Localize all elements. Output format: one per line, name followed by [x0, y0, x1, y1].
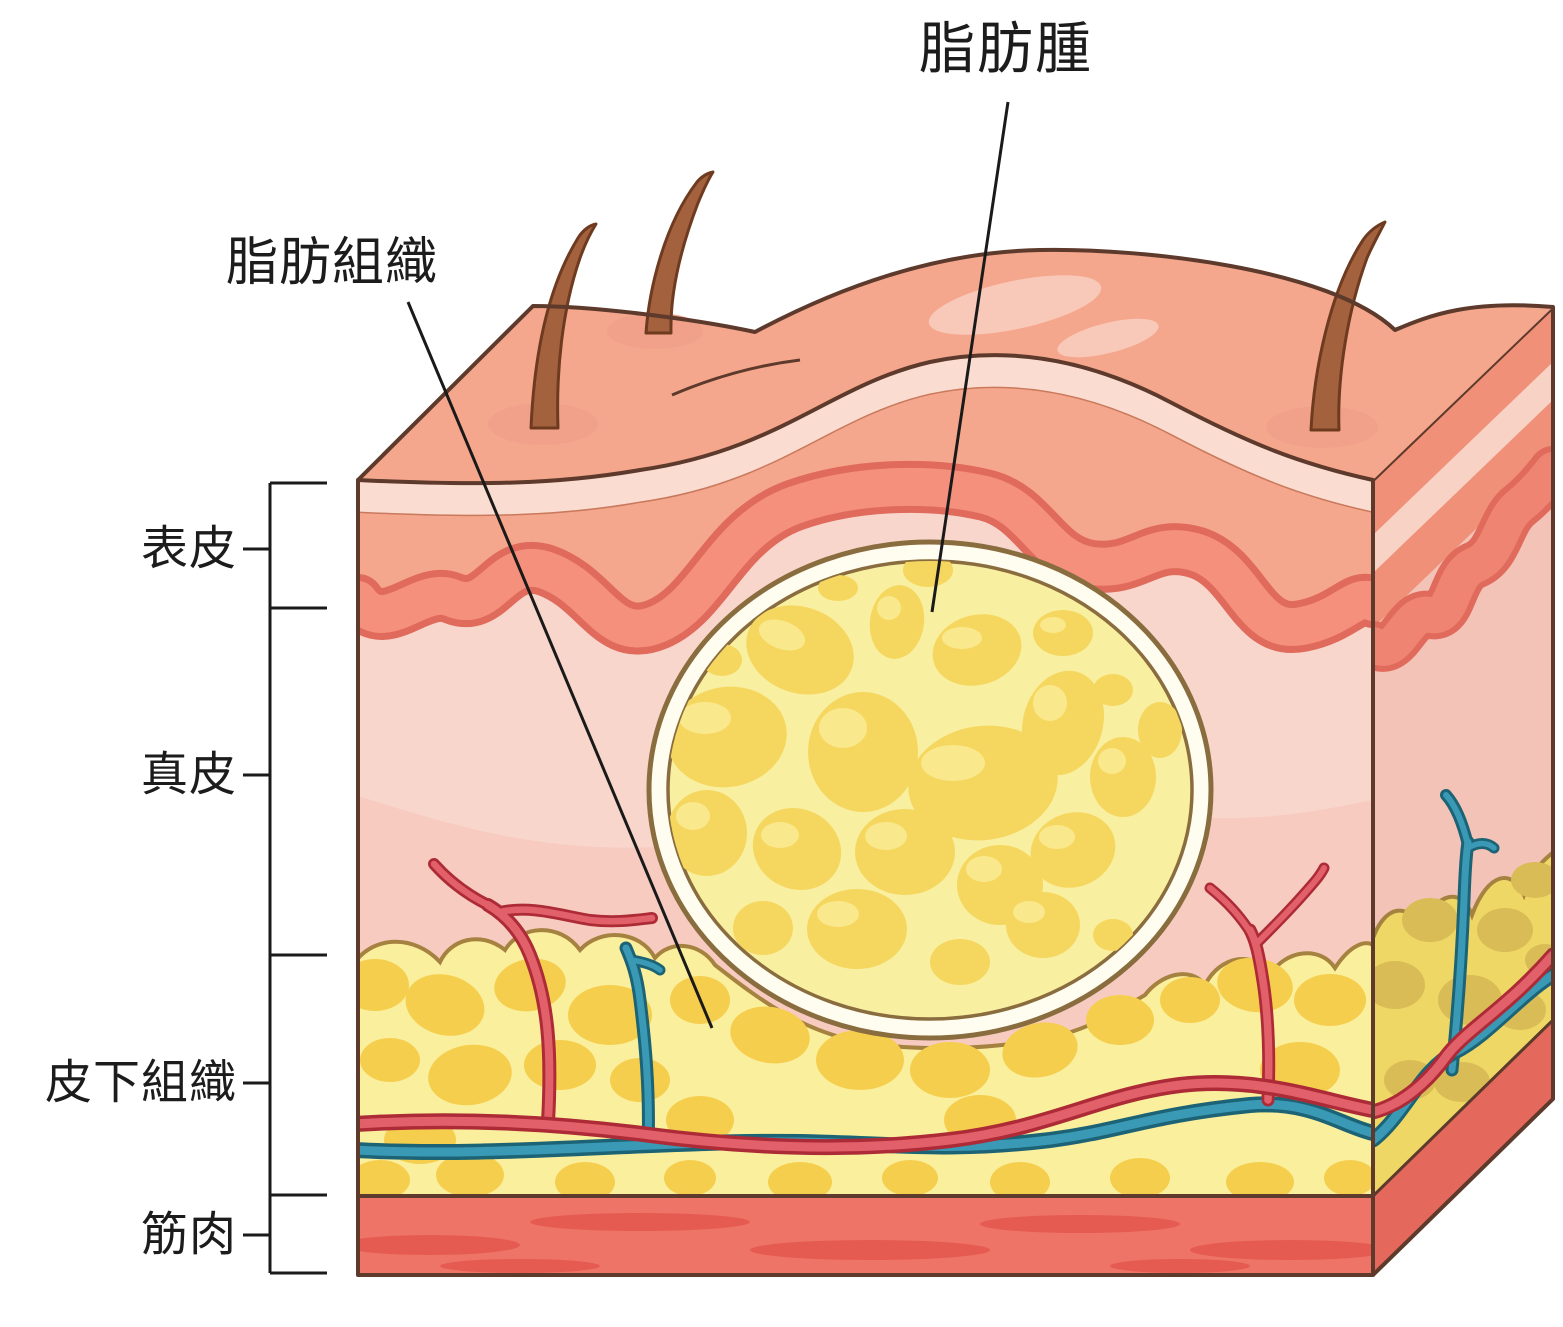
muscle-label: 筋肉	[141, 1207, 237, 1263]
right-face-epidermis-band	[1373, 307, 1553, 535]
artery-branch-right	[1204, 862, 1330, 1107]
layer-bracket	[243, 481, 327, 1275]
subcutaneous-tissue-label: 皮下組織	[45, 1055, 237, 1111]
epidermis-label: 表皮	[141, 521, 237, 577]
vein-branch-left	[619, 941, 666, 1153]
adipose-tissue-leader-line	[406, 301, 714, 1029]
hair-2	[644, 170, 715, 335]
block-top-face	[356, 170, 1554, 484]
skin-crease-line	[671, 358, 801, 397]
annotation-lines	[243, 101, 1010, 1275]
hairs	[529, 170, 1387, 432]
right-face-vessels	[1373, 789, 1553, 1148]
muscle-fiber-streaks	[358, 1213, 1373, 1273]
block-right-face	[1371, 305, 1555, 1277]
epidermis-deep-band	[358, 388, 1373, 629]
block-front-face	[356, 353, 1375, 1277]
blood-vessels	[358, 858, 1373, 1161]
artery-branch-left	[428, 858, 658, 1129]
lipoma-label: 脂肪腫	[919, 17, 1093, 82]
skin-dome-highlight	[928, 275, 1159, 358]
adipose-tissue-label: 脂肪組織	[225, 233, 439, 293]
hair-1	[529, 222, 598, 430]
lipoma-lobules	[668, 561, 1182, 985]
dermis-label: 真皮	[141, 747, 237, 803]
right-face-muscle-layer	[1373, 1016, 1553, 1275]
lipoma-mass	[646, 539, 1214, 1041]
hair-3	[1309, 220, 1387, 432]
lipoma-leader-line	[930, 101, 1010, 613]
right-face-pale-strip	[1373, 362, 1553, 573]
